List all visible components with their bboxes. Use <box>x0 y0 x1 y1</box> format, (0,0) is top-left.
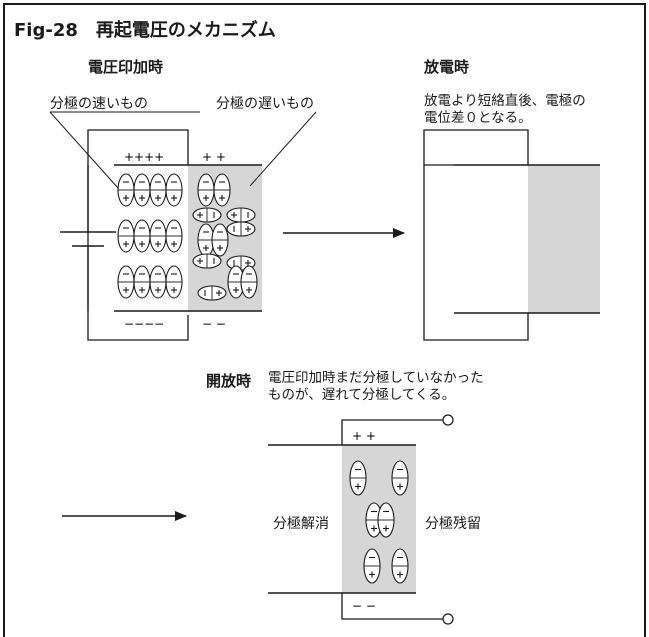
fast-dipole-group <box>117 173 183 299</box>
fast-dipole <box>133 265 151 299</box>
fast-dipole <box>149 265 167 299</box>
fast-dipole <box>165 219 183 253</box>
open-caption-line1: 電圧印加時まだ分極していなかった <box>268 370 484 386</box>
fast-dipole <box>149 173 167 207</box>
slow-dipole-horizontal <box>197 285 227 301</box>
slow-dipole <box>240 265 258 299</box>
fast-dipole <box>165 173 183 207</box>
applied-bottom-charges: −−−− <box>124 317 164 331</box>
figure-title: Fig-28 再起電圧のメカニズム <box>14 20 276 41</box>
slow-dipole <box>197 173 215 207</box>
open-heading: 開放時 <box>206 372 252 390</box>
fast-dipole <box>117 173 135 207</box>
applied-bottom-charges-slow: − − <box>202 317 226 331</box>
discharge-caption-line2: 電位差０となる。 <box>424 110 532 126</box>
residual-dipole <box>391 460 409 496</box>
applied-top-charges: ++++ <box>124 150 164 164</box>
open-top-terminal <box>442 414 454 426</box>
discharge-short-circuit-wire <box>423 164 529 341</box>
open-bottom-terminal <box>442 613 454 625</box>
open-bottom-charges: − − <box>352 599 376 613</box>
fast-dipole <box>117 265 135 299</box>
residual-dipole <box>391 548 409 584</box>
fast-polarization-label: 分極の速いもの <box>50 96 148 112</box>
applied-top-charges-slow: + + <box>202 150 226 164</box>
open-dipole-group <box>349 460 409 584</box>
fast-label-leader <box>49 111 119 189</box>
fast-dipole <box>149 219 167 253</box>
open-top-lead <box>341 419 443 445</box>
slow-dipole <box>211 223 229 257</box>
fast-dipole <box>133 219 151 253</box>
open-caption-line2: ものが、遅れて分極してくる。 <box>268 387 456 403</box>
slow-dipole-horizontal <box>226 221 256 237</box>
depolarized-label: 分極解消 <box>273 516 329 532</box>
open-panel: + + − − <box>268 414 454 625</box>
fast-dipole <box>165 265 183 299</box>
slow-dipole-horizontal <box>192 207 222 223</box>
slow-dipole <box>213 173 231 207</box>
slow-polarization-label: 分極の遅いもの <box>216 96 314 112</box>
open-top-charges: + + <box>352 429 376 443</box>
discharge-panel <box>423 129 600 341</box>
fast-dipole <box>117 219 135 253</box>
discharge-dielectric-region <box>528 165 600 313</box>
applied-heading: 電圧印加時 <box>88 58 164 76</box>
slow-dipole-horizontal <box>192 253 222 269</box>
discharge-caption-line1: 放電より短絡直後、電極の <box>424 93 586 109</box>
residual-dipole <box>349 460 367 496</box>
open-bottom-lead <box>341 593 443 620</box>
slow-label-leader <box>249 111 317 187</box>
slow-dipole-group <box>192 173 258 301</box>
slow-dipole-horizontal <box>226 207 256 223</box>
figure-frame <box>3 3 646 637</box>
discharge-wire-top <box>423 129 529 165</box>
residual-dipole <box>363 548 381 584</box>
applied-panel: ++++ + + −−−− − − <box>49 111 317 341</box>
applied-wire-top <box>87 129 189 165</box>
residual-polarization-label: 分極残留 <box>425 516 481 532</box>
residual-dipole <box>377 502 395 538</box>
discharge-heading: 放電時 <box>424 58 470 76</box>
fast-dipole <box>133 173 151 207</box>
